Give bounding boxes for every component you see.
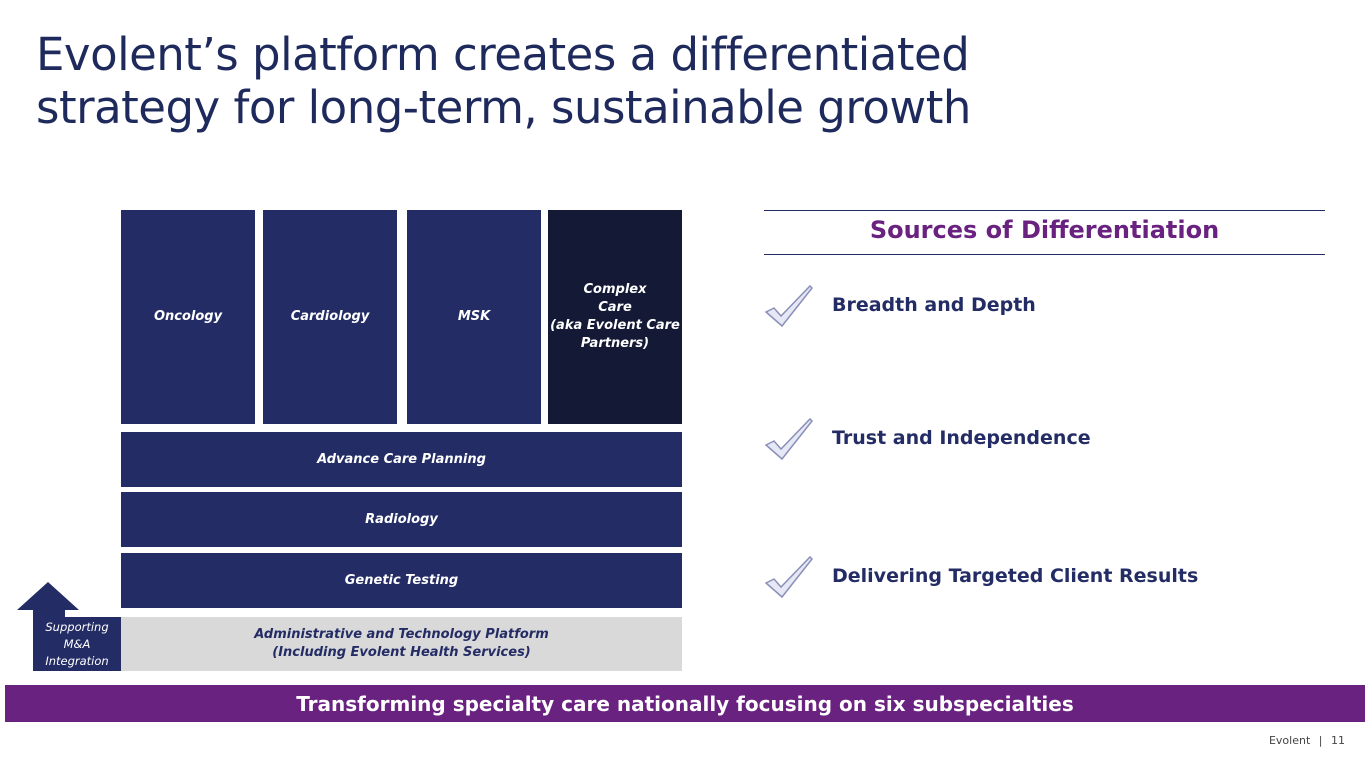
platform-line: Administrative and Technology Platform bbox=[254, 627, 549, 642]
layer-radiology: Radiology bbox=[121, 492, 682, 547]
footer-separator: | bbox=[1318, 734, 1323, 747]
page-number: 11 bbox=[1331, 734, 1345, 747]
supporting-line: Supporting bbox=[45, 619, 109, 634]
complex-care-line: Complex bbox=[583, 282, 647, 297]
pillar-complex-care: Complex Care (aka Evolent Care Partners) bbox=[548, 210, 682, 424]
differentiation-item: Trust and Independence bbox=[764, 415, 1091, 461]
up-arrow-icon bbox=[17, 582, 79, 618]
item-label: Breadth and Depth bbox=[832, 294, 1036, 316]
pillar-oncology: Oncology bbox=[121, 210, 255, 424]
complex-care-line: Care bbox=[598, 300, 632, 315]
platform-line: (Including Evolent Health Services) bbox=[272, 645, 531, 660]
layer-platform: Administrative and Technology Platform (… bbox=[121, 617, 682, 671]
item-label: Trust and Independence bbox=[832, 427, 1091, 449]
item-label: Delivering Targeted Client Results bbox=[832, 565, 1199, 587]
slide-title: Evolent’s platform creates a differentia… bbox=[36, 28, 971, 134]
differentiation-heading: Sources of Differentiation bbox=[869, 216, 1220, 244]
pillar-msk: MSK bbox=[407, 210, 541, 424]
pillar-cardiology: Cardiology bbox=[263, 210, 397, 424]
supporting-line: M&A bbox=[63, 636, 91, 651]
bottom-banner: Transforming specialty care nationally f… bbox=[5, 685, 1365, 722]
complex-care-line: (aka Evolent Care bbox=[550, 318, 680, 333]
checkmark-icon bbox=[764, 417, 814, 461]
layer-advance-care-planning: Advance Care Planning bbox=[121, 432, 682, 487]
differentiation-item: Delivering Targeted Client Results bbox=[764, 553, 1198, 599]
checkmark-icon bbox=[764, 555, 814, 599]
differentiation-item: Breadth and Depth bbox=[764, 282, 1036, 328]
checkmark-icon bbox=[764, 284, 814, 328]
layer-genetic-testing: Genetic Testing bbox=[121, 553, 682, 608]
divider bbox=[764, 210, 1325, 211]
footer: Evolent | 11 bbox=[1269, 734, 1345, 747]
supporting-line: Integration bbox=[45, 653, 109, 668]
supporting-ma-integration: Supporting M&A Integration bbox=[33, 617, 121, 671]
divider bbox=[764, 254, 1325, 255]
footer-brand: Evolent bbox=[1268, 734, 1311, 747]
complex-care-line: Partners) bbox=[580, 336, 650, 351]
